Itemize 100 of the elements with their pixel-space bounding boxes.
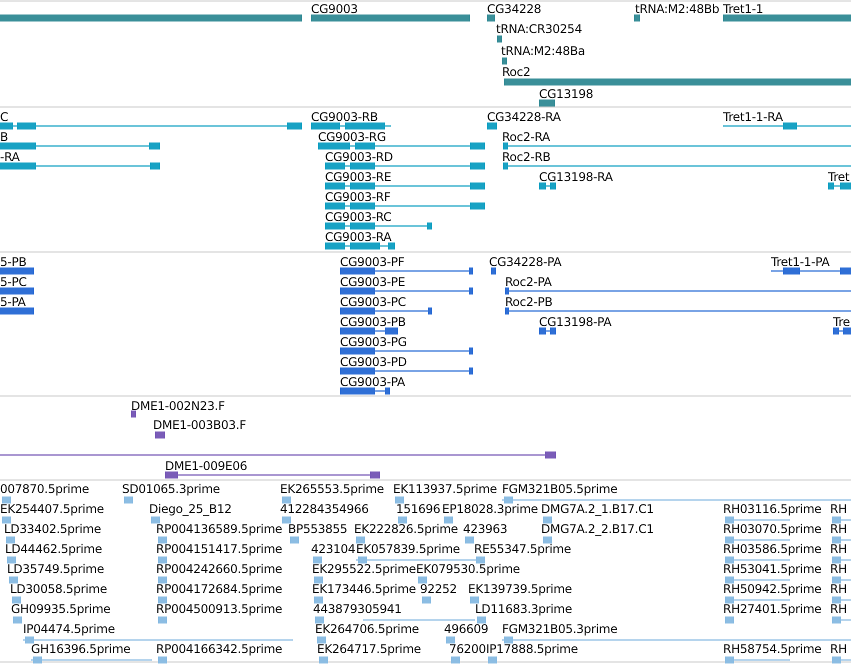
feature-label: CG9003-PG	[340, 335, 407, 349]
feature-label: RH	[830, 542, 847, 556]
feature-label: DME1-009E06	[165, 459, 248, 473]
feature-label: EP18028.3prime	[442, 502, 538, 516]
feature-label: CG34228-PA	[489, 255, 562, 269]
feature-label: GH09935.5prime	[11, 602, 110, 616]
feature-label: CG9003-RB	[311, 110, 378, 124]
feature-label: Tre	[833, 315, 850, 329]
feature-label: Tret1-1	[723, 2, 764, 16]
feature-label: CG9003-PC	[340, 295, 406, 309]
feature-label: 496609	[444, 622, 488, 636]
feature-label: CG9003-RE	[325, 170, 392, 184]
feature-label: tRNA:CR30254	[496, 22, 582, 36]
feature-label: tRNA:M2:48Bb	[635, 2, 720, 16]
feature-label: LD35749.5prime	[7, 562, 104, 576]
feature-label: CG9003-RC	[325, 210, 392, 224]
feature-label: CG9003-RD	[325, 150, 393, 164]
feature-label: Tret	[828, 170, 850, 184]
feature-label: CG9003-RG	[318, 130, 386, 144]
feature-label: RH03586.5prime	[723, 542, 822, 556]
feature-label: CG9003-PD	[340, 355, 407, 369]
feature-label: Roc2	[502, 65, 530, 79]
feature-label: RH	[830, 582, 847, 596]
feature-label: RH03070.5prime	[723, 522, 822, 536]
feature-label: IP04474.5prime	[23, 622, 115, 636]
feature-label: RH	[830, 502, 847, 516]
feature-label: Roc2-PB	[505, 295, 552, 309]
feature-label: CG13198	[539, 87, 594, 101]
feature-label: CG13198-RA	[539, 170, 613, 184]
feature-label: 007870.5prime	[0, 482, 89, 496]
feature-label: RH	[830, 522, 847, 536]
feature-label: LD30058.5prime	[10, 582, 108, 596]
feature-label: EK079530.5prime	[416, 562, 520, 576]
feature-label: 5-PB	[0, 255, 26, 269]
feature-label: 5-PA	[0, 295, 26, 309]
feature-label: CG13198-PA	[539, 315, 612, 329]
feature-label: Tret1-1-PA	[771, 255, 830, 269]
feature-label: SD01065.3prime	[122, 482, 220, 496]
feature-label: FGM321B05.3prime	[502, 622, 618, 636]
feature-label: 76200	[449, 642, 486, 656]
feature-label: 423104	[311, 542, 356, 556]
feature-label: DME1-003B03.F	[153, 418, 246, 432]
feature-label: 5-PC	[0, 275, 27, 289]
feature-label: RP004500913.5prime	[156, 602, 282, 616]
feature-label: RH53041.5prime	[723, 562, 822, 576]
feature-label: RH58754.5prime	[723, 642, 822, 656]
feature-label: RH	[830, 642, 847, 656]
feature-label: 92252	[420, 582, 457, 596]
feature-label: RH	[830, 562, 847, 576]
feature-label: RE55347.5prime	[474, 542, 571, 556]
feature-label: Roc2-PA	[505, 275, 552, 289]
feature-label: EK254407.5prime	[0, 502, 104, 516]
feature-label: GH16396.5prime	[31, 642, 130, 656]
feature-label: EK222826.5prime	[354, 522, 458, 536]
feature-label: tRNA:M2:48Ba	[501, 44, 585, 58]
feature-label: CG9003-PE	[340, 275, 406, 289]
feature-label: EK265553.5prime	[280, 482, 384, 496]
feature-label: FGM321B05.5prime	[502, 482, 618, 496]
feature-label: EK264717.5prime	[317, 642, 421, 656]
feature-label: LD11683.3prime	[475, 602, 572, 616]
feature-label: CG9003-PA	[340, 375, 405, 389]
feature-label: CG9003	[311, 2, 358, 16]
feature-label: -RA	[0, 150, 20, 164]
feature-label: CG34228	[487, 2, 542, 16]
feature-label: EK113937.5prime	[393, 482, 497, 496]
feature-label: 151696	[396, 502, 440, 516]
feature-label: CG34228-RA	[487, 110, 561, 124]
feature-label: Tret1-1-RA	[723, 110, 783, 124]
feature-label: EK295522.5prime	[312, 562, 416, 576]
feature-label: Roc2-RA	[502, 130, 550, 144]
feature-label: CG9003-RF	[325, 190, 391, 204]
feature-label: EK173446.5prime	[312, 582, 416, 596]
feature-label: RP004151417.5prime	[156, 542, 282, 556]
feature-label: RP004172684.5prime	[156, 582, 282, 596]
feature-label: Roc2-RB	[502, 150, 551, 164]
feature-label: EK057839.5prime	[356, 542, 460, 556]
feature-label: B	[0, 130, 8, 144]
feature-label: LD44462.5prime	[5, 542, 102, 556]
feature-label: C	[0, 110, 8, 124]
feature-label: RP004242660.5prime	[156, 562, 282, 576]
feature-label: RH03116.5prime	[723, 502, 822, 516]
feature-label: 423963	[463, 522, 508, 536]
feature-label: Diego_25_B12	[149, 502, 232, 516]
feature-label: IP17888.5prime	[486, 642, 578, 656]
feature-label: RP004136589.5prime	[156, 522, 282, 536]
feature-label: CG9003-PB	[340, 315, 406, 329]
feature-label: DMG7A.2_1.B17.C1	[541, 502, 654, 516]
feature-label: RH27401.5prime	[723, 602, 822, 616]
feature-label: 412284354966	[280, 502, 369, 516]
feature-label: BP553855	[288, 522, 348, 536]
feature-label: DME1-002N23.F	[131, 399, 225, 413]
feature-label: EK264706.5prime	[315, 622, 419, 636]
feature-label: EK139739.5prime	[468, 582, 572, 596]
feature-label: RP004166342.5prime	[156, 642, 282, 656]
feature-label: DMG7A.2_2.B17.C1	[541, 522, 654, 536]
feature-label: CG9003-RA	[325, 230, 392, 244]
feature-label: LD33402.5prime	[4, 522, 102, 536]
feature-label: CG9003-PF	[340, 255, 404, 269]
feature-label: 443879305941	[313, 602, 402, 616]
feature-label: RH50942.5prime	[723, 582, 822, 596]
